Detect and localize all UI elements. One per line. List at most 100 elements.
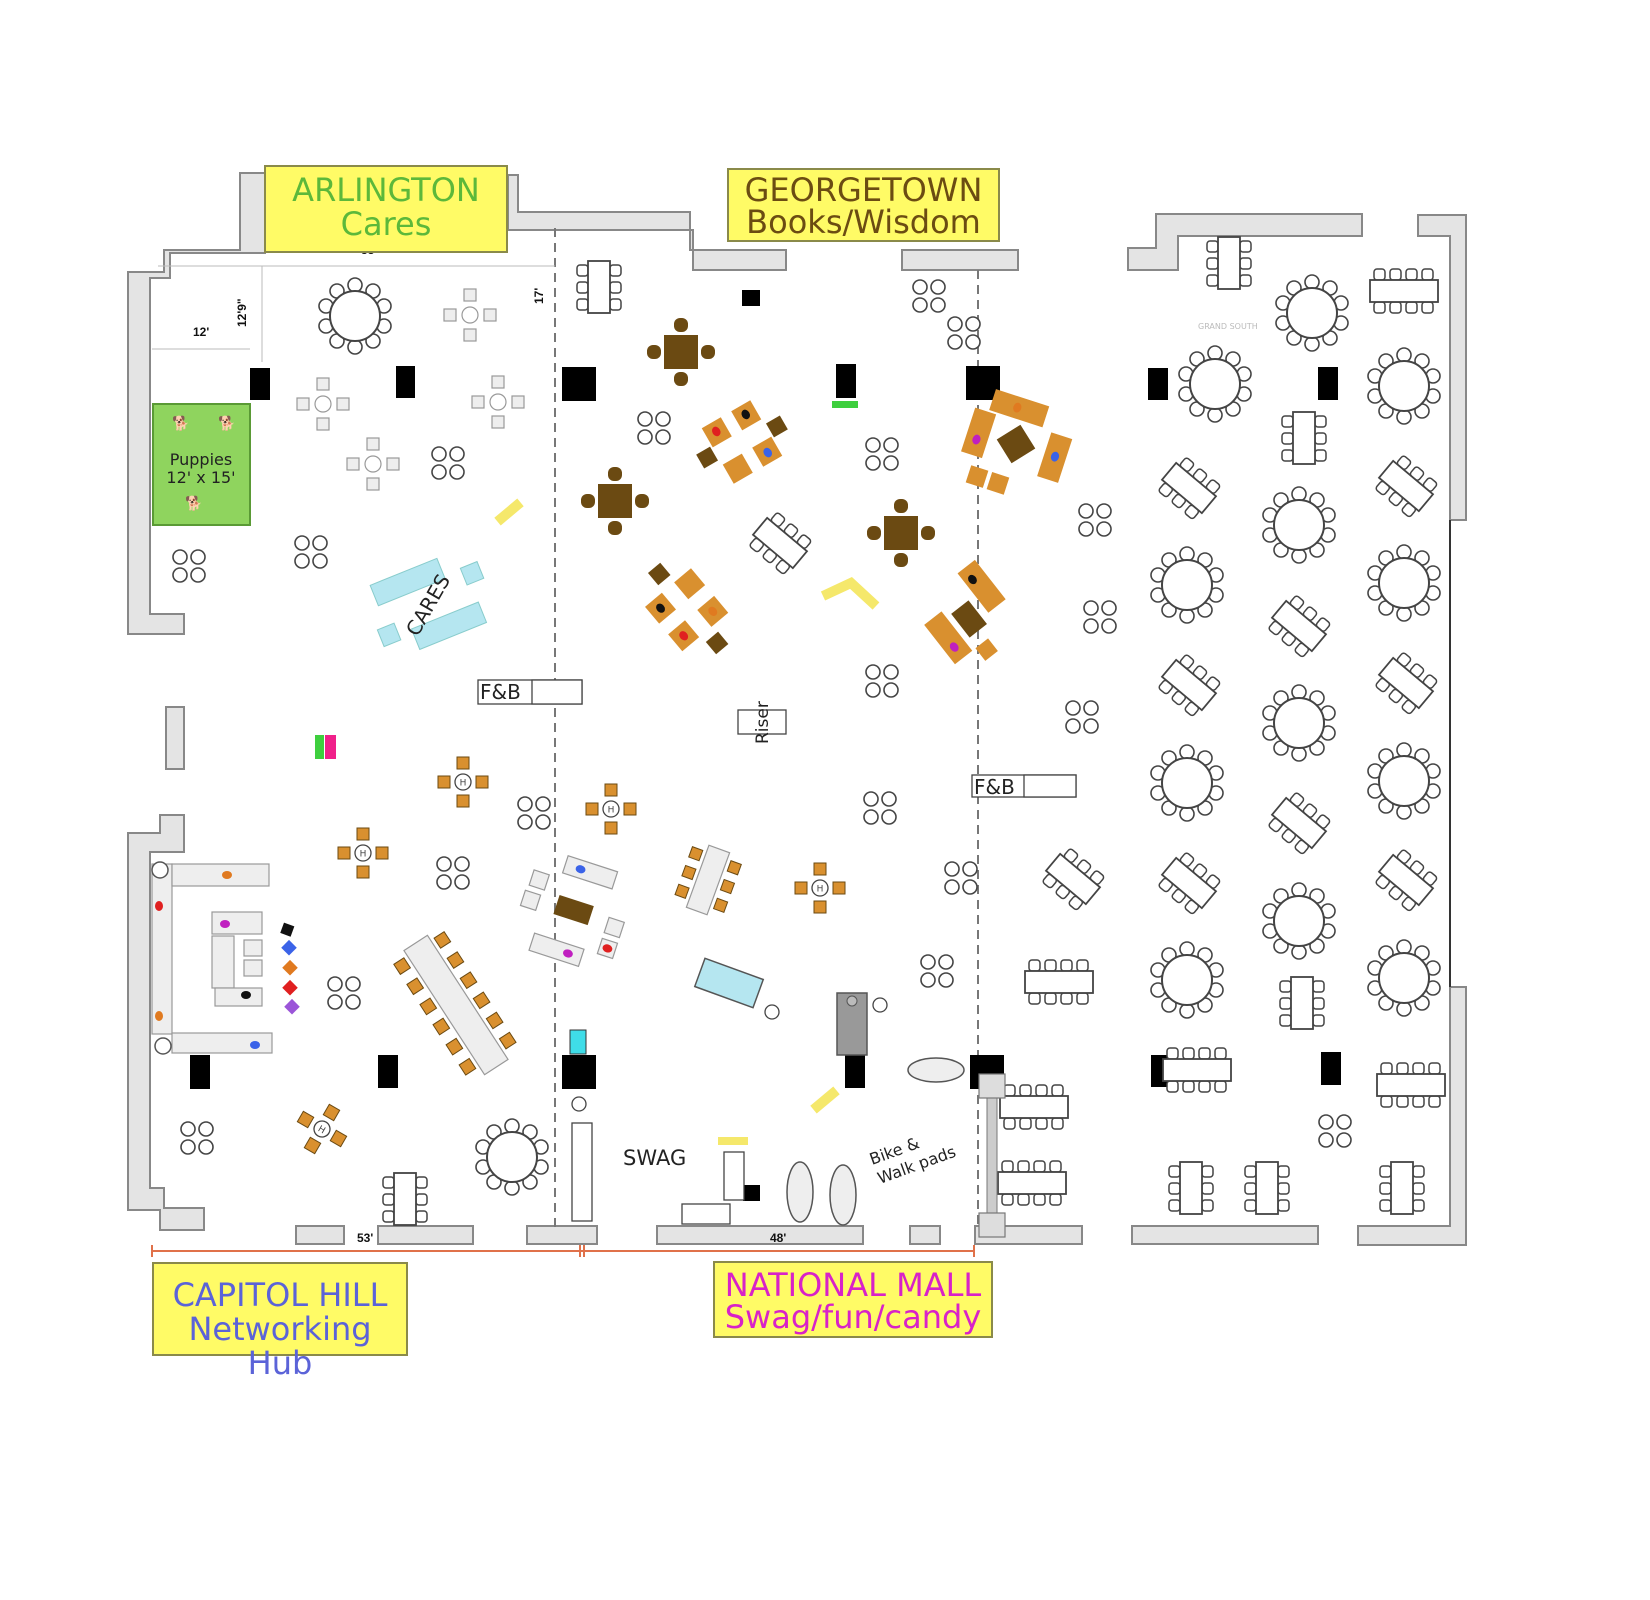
cocktail-table [327,976,361,1010]
riser-label: Riser [753,701,773,744]
power-cocktail [346,437,400,491]
lounge-set [645,562,729,655]
rect-table [1371,648,1441,718]
cyan-marker [569,1029,587,1055]
yellow-marker [718,1137,748,1145]
zone-label-georgetown: GEORGETOWN Books/Wisdom [727,168,1000,242]
round-table [1367,742,1441,820]
rect-table [576,260,622,314]
power-cocktail [471,375,525,429]
wall-bottom-4 [656,1225,864,1245]
puppies-title: Puppies [170,450,232,469]
round-table [1262,486,1336,564]
zone-label-arlington-line2: Cares [340,205,432,243]
cocktail-table [1083,600,1117,634]
lounge-set [696,400,788,484]
cocktail-table [637,411,671,445]
cocktail-table [863,791,897,825]
cocktail-table [172,549,206,583]
zone-label-national-mall-line2: Swag/fun/candy [724,1298,982,1336]
rect-table [999,1084,1069,1130]
column [1318,367,1338,400]
hightop-table [585,783,637,835]
hightop-table [437,756,489,808]
walk-pad [786,1161,814,1223]
wall-bottom-5 [909,1225,941,1245]
zone-label-capitol-hill-line2: Networking Hub [188,1310,372,1382]
dim-bottom-left-width: 53' [357,1231,373,1245]
walls [127,172,1467,1246]
georgetown-furniture [581,318,1073,665]
bike-pad [907,1057,965,1083]
column [743,1185,760,1201]
fb-counter-left-end [531,679,583,705]
round-table [1275,274,1349,352]
national-mall-items [571,709,1006,1238]
wall-right-lower [1357,986,1467,1246]
communal-table [674,844,742,916]
hightop-table [794,862,846,914]
zone-label-arlington: ARLINGTON Cares [264,165,508,253]
cocktail-table [517,796,551,830]
rect-table [1369,268,1439,314]
rect-table [1279,976,1325,1030]
dim-left-12-9: 12'9" [235,298,249,327]
wood-table [867,499,935,567]
dimension-lines [151,265,975,1257]
column [396,366,415,398]
lounge-set [961,389,1073,495]
zone-label-capitol-hill: CAPITOL HILL Networking Hub [152,1262,408,1380]
rect-table [1206,236,1252,290]
cocktail-table [294,535,328,569]
cares-booth [369,557,488,651]
lounge-set [924,559,1006,665]
rect-table [1038,844,1108,914]
zone-label-georgetown-line1: GEORGETOWN [744,171,983,209]
rect-table [1168,1161,1214,1215]
fb-label-right: F&B [974,775,1015,799]
cocktail-table [947,316,981,350]
round-table [1150,546,1224,624]
cocktail-table [1078,503,1112,537]
cocktail-table [920,954,954,988]
puppies-area [152,403,251,526]
column [250,368,270,400]
round-table [1367,544,1441,622]
wall-top-center [507,174,787,271]
round-table [1262,684,1336,762]
wall-bottom-2 [377,1225,474,1245]
book-shelf [820,577,880,610]
riser [737,709,787,735]
cocktail-table [912,279,946,313]
cocktail-table [1318,1114,1352,1148]
column [742,290,760,306]
grand-south-label: GRAND SOUTH [1198,322,1258,331]
swag-label: SWAG [623,1146,686,1170]
rect-table [1281,411,1327,465]
wall-left-lower [127,814,205,1231]
round-table [475,1118,549,1196]
swag-table [571,1122,593,1222]
cocktail-table [431,446,465,480]
round-table [1150,744,1224,822]
hightop-table [337,827,389,879]
cocktail-table [436,856,470,890]
info-stand [494,498,524,526]
cocktail-table [865,664,899,698]
central-lounge [519,854,626,968]
column [562,367,596,401]
rect-table [1371,845,1441,915]
round-table [1178,345,1252,423]
swag-table [723,1151,745,1201]
communal-table [393,930,517,1076]
dim-left-12: 12' [193,325,209,339]
column [1148,368,1168,400]
rect-table [1154,650,1224,720]
fb-counter-right-end [1023,774,1077,798]
round-table [1367,347,1441,425]
rect-table [1371,451,1441,521]
column [378,1055,398,1088]
cocktail-table [1065,700,1099,734]
air-hockey-table [693,957,765,1009]
